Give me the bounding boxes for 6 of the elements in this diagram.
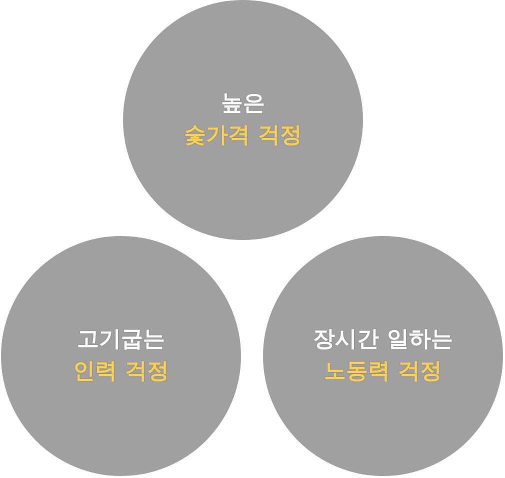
concern-text: 숯가격 걱정 <box>184 122 302 150</box>
heading-text: 장시간 일하는 <box>313 326 453 354</box>
heading-text: 고기굽는 <box>77 326 165 354</box>
heading-text: 높은 <box>221 90 265 118</box>
concern-text: 인력 걱정 <box>73 358 169 386</box>
concern-text: 노동력 걱정 <box>324 358 442 386</box>
